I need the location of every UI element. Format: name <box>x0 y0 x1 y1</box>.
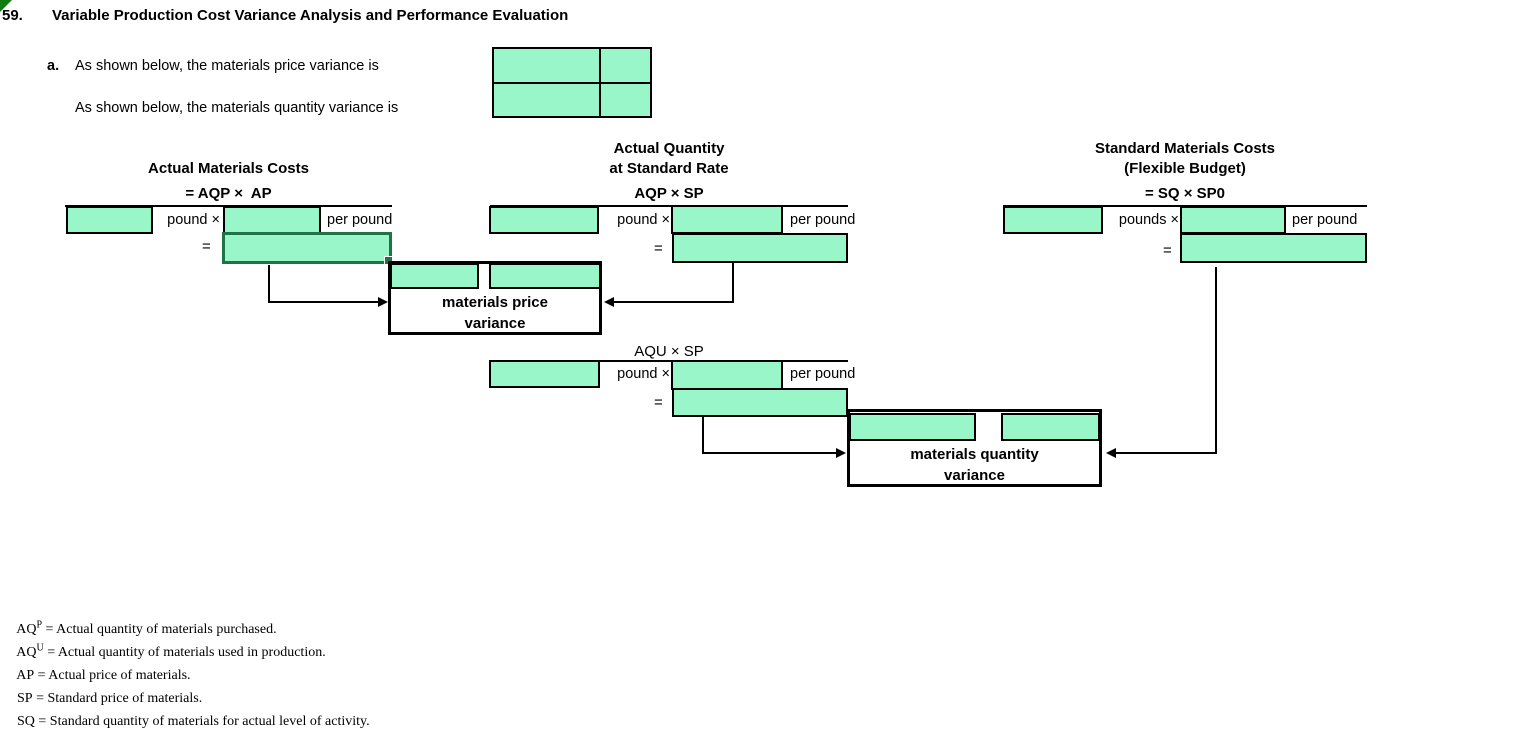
legend-ap: AP = Actual price of materials. <box>16 668 191 683</box>
col3-qty-label: pounds × <box>1118 212 1179 228</box>
price-right-connector-h <box>614 301 734 303</box>
price-left-connector-v <box>268 265 270 303</box>
col1-qty-label: pound × <box>167 212 220 228</box>
page-title: Variable Production Cost Variance Analys… <box>52 7 569 24</box>
col1-quantity-cell[interactable] <box>66 206 153 234</box>
price-variance-direction-cell[interactable] <box>601 49 650 82</box>
quantity-variance-label: materials quantity variance <box>910 446 1039 484</box>
price-left-connector-h <box>268 301 379 303</box>
col2-qty-label: pound × <box>617 212 670 228</box>
col1-equals: = <box>202 238 211 255</box>
legend-sp: SP = Standard price of materials. <box>17 691 203 706</box>
price-left-arrowhead-icon <box>378 297 388 307</box>
cell-corner-marker-icon <box>0 0 12 12</box>
col3-quantity-cell[interactable] <box>1003 206 1103 234</box>
col2-formula: AQP × SP <box>634 185 704 202</box>
quantity-variance-value-cell[interactable] <box>849 413 976 441</box>
price-right-arrowhead-icon <box>604 297 614 307</box>
col3-header-line1: Standard Materials Costs <box>1094 140 1276 157</box>
col2-header-line1: Actual Quantity <box>613 140 725 157</box>
item-letter: a. <box>47 58 60 74</box>
col3-header-line2: (Flexible Budget) <box>1124 160 1246 177</box>
col3-equals: = <box>1163 242 1172 259</box>
col2-rule <box>490 205 848 207</box>
price-variance-fu-cell[interactable] <box>489 263 601 289</box>
quantity-right-arrowhead-icon <box>1106 448 1116 458</box>
col3-rate-label: per pound <box>1292 212 1358 228</box>
quantity-right-connector-v <box>1215 267 1217 454</box>
col3-total-cell[interactable] <box>1180 233 1367 263</box>
col2-equals: = <box>654 240 663 257</box>
legend-aqp: AQP = Actual quantity of materials purch… <box>16 619 277 637</box>
quantity-left-connector-h <box>702 452 837 454</box>
aqu-price-cell[interactable] <box>671 360 783 390</box>
price-variance-amount-cell[interactable] <box>494 49 599 82</box>
quantity-right-connector-h <box>1116 452 1217 454</box>
legend-aqu: AQU = Actual quantity of materials used … <box>16 642 326 660</box>
col2-header-line2: at Standard Rate <box>609 160 729 177</box>
price-variance-label: materials price variance <box>442 294 548 332</box>
col1-price-cell[interactable] <box>223 206 321 234</box>
col1-total-cell-selected[interactable] <box>222 232 393 265</box>
quantity-variance-direction-cell[interactable] <box>601 83 650 116</box>
aqu-quantity-cell[interactable] <box>489 360 600 388</box>
col2-total-cell[interactable] <box>672 233 848 263</box>
col3-price-cell[interactable] <box>1180 206 1286 234</box>
quantity-variance-amount-cell[interactable] <box>494 83 599 116</box>
quantity-variance-fu-cell[interactable] <box>1001 413 1100 441</box>
answer-table <box>492 47 652 118</box>
price-variance-value-cell[interactable] <box>390 263 479 289</box>
aqu-equals: = <box>654 394 663 411</box>
aqu-rate-label: per pound <box>790 366 856 382</box>
legend-sq: SQ = Standard quantity of materials for … <box>17 714 370 729</box>
quantity-left-arrowhead-icon <box>836 448 846 458</box>
intro-quantity-line: As shown below, the materials quantity v… <box>75 100 399 116</box>
aqu-total-cell[interactable] <box>672 388 848 417</box>
col2-price-cell[interactable] <box>671 205 783 234</box>
price-right-connector-v <box>732 263 734 303</box>
aqu-qty-label: pound × <box>617 366 670 382</box>
col2-quantity-cell[interactable] <box>489 206 599 234</box>
quantity-left-connector-v <box>702 417 704 454</box>
col3-formula: = SQ × SP0 <box>1144 185 1226 202</box>
col1-header: Actual Materials Costs <box>148 160 309 177</box>
intro-price-line: As shown below, the materials price vari… <box>75 58 379 74</box>
col1-formula: = AQP × AP <box>185 185 272 202</box>
col1-rate-label: per pound <box>327 212 393 228</box>
question-number: 59. <box>2 7 23 24</box>
aqu-formula: AQU × SP <box>634 343 704 360</box>
col2-rate-label: per pound <box>790 212 856 228</box>
